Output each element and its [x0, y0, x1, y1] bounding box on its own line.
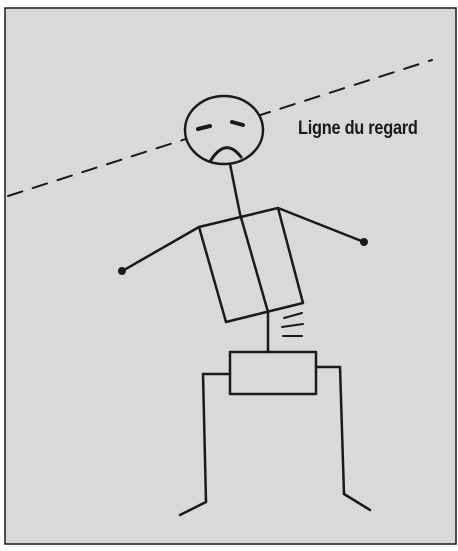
line-of-sight-label: Ligne du regard [298, 118, 418, 140]
left-hand [118, 267, 126, 275]
panel-background [5, 8, 456, 544]
right-hand [360, 238, 368, 246]
